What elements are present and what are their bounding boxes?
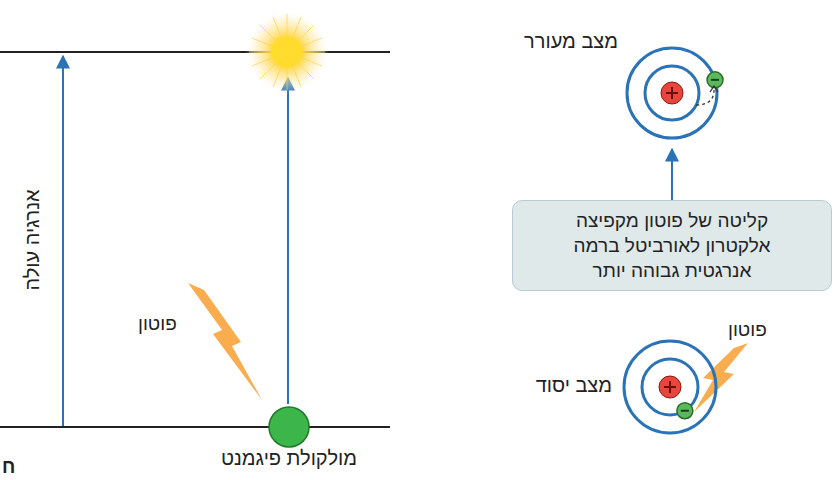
excited-atom: מצב מעורר (622, 43, 722, 143)
connector-arrow (671, 149, 673, 200)
info-box: קליטה של פוטון מקפיצה אלקטרון לאורביטל ב… (512, 200, 832, 291)
state-label: מצב יסוד (536, 373, 612, 397)
upper-energy-level (0, 51, 390, 53)
axis-label: אנרגיה עולה (21, 189, 44, 290)
pigment-circle (268, 406, 310, 448)
photon-label: פוטון (728, 318, 767, 341)
photon-bolt (188, 283, 262, 400)
state-label: מולקולת פיגמנט (221, 446, 357, 470)
pigment-molecule: מולקולת פיגמנט (268, 406, 310, 448)
energy-axis-arrow (62, 56, 64, 426)
photon-label: פוטון (138, 312, 177, 335)
atom-outline (620, 337, 720, 437)
cut-heading: ח (2, 455, 15, 478)
atom-outline (622, 43, 722, 143)
box-text: קליטה של פוטון מקפיצה אלקטרון לאורביטל ב… (546, 208, 798, 283)
excitation-arrow (287, 78, 289, 404)
lower-energy-level (0, 426, 390, 428)
excited-glow (245, 10, 329, 94)
ground-atom: מצב יסוד (620, 337, 720, 437)
state-label: מצב מעורר (524, 29, 618, 53)
